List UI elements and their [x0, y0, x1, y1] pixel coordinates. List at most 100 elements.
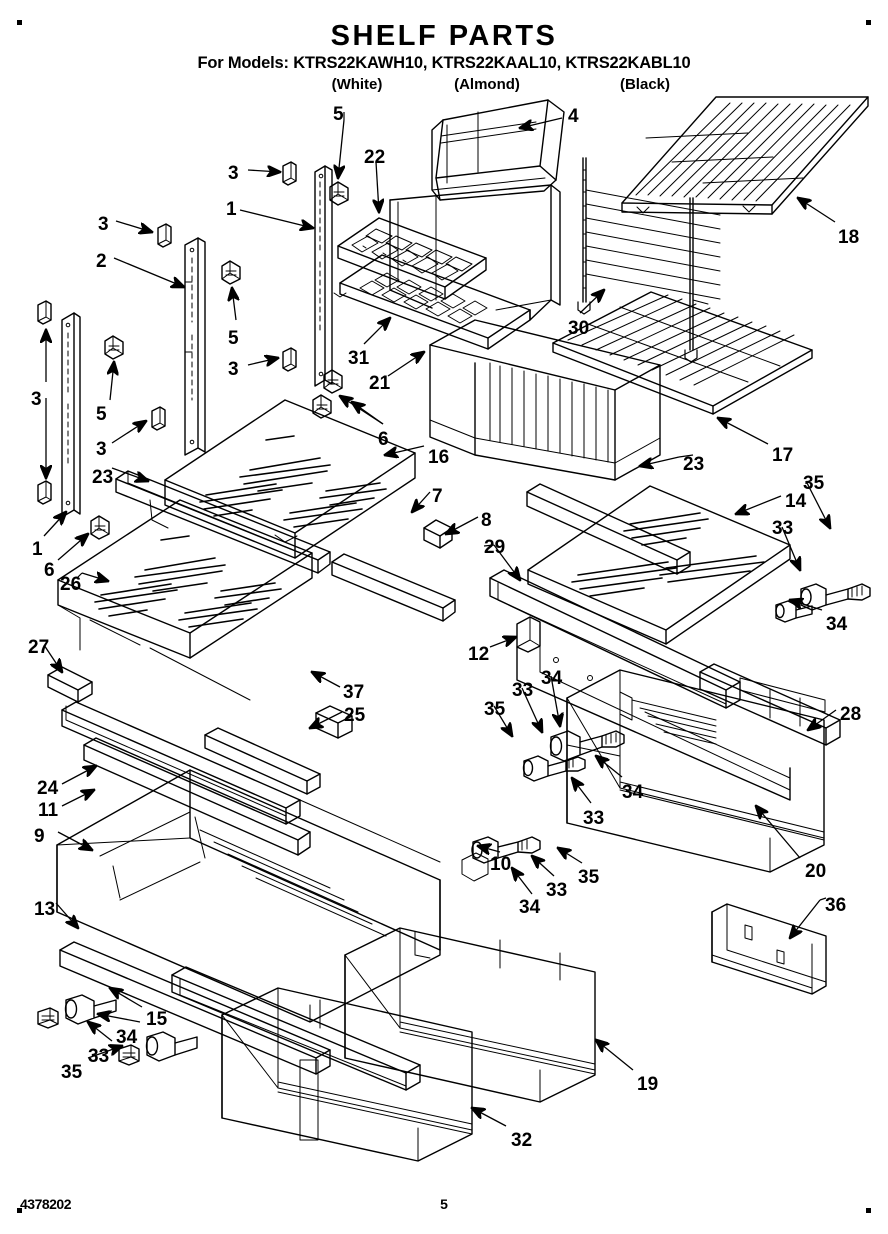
- callout-number-12: 12: [468, 644, 490, 665]
- callout-number-17: 17: [772, 445, 794, 466]
- part-14-glass-shelf-right: [489, 483, 841, 746]
- callout-number-6: 6: [44, 560, 55, 581]
- part-3-rail-clips: [37, 161, 297, 505]
- callout-number-33: 33: [546, 880, 568, 901]
- callout-number-26: 26: [60, 574, 82, 595]
- part-18-wire-shelf-upper: [621, 96, 869, 215]
- callout-number-1: 1: [226, 199, 237, 220]
- part-17-wire-shelf-lower: [552, 291, 813, 415]
- callout-number-28: 28: [840, 704, 862, 725]
- callout-number-33: 33: [772, 518, 794, 539]
- callout-number-3: 3: [31, 389, 42, 410]
- callout-number-25: 25: [344, 705, 366, 726]
- callout-number-10: 10: [490, 854, 512, 875]
- part-1-shelf-support-rail-left: [61, 312, 81, 518]
- roller-assembly-g: [118, 1031, 198, 1066]
- part-5-6-rail-screws: [90, 181, 349, 540]
- roller-assembly-c: [549, 730, 625, 762]
- screw-c: [104, 335, 124, 360]
- part-21-ice-bin: [389, 184, 661, 481]
- callout-number-15: 15: [146, 1009, 168, 1030]
- callout-number-11: 11: [38, 800, 59, 821]
- part-31-ice-bin-cover: [333, 254, 531, 350]
- callout-number-34: 34: [519, 897, 541, 918]
- callout-number-14: 14: [785, 491, 807, 512]
- callout-number-21: 21: [369, 373, 391, 394]
- roller-assembly-d: [522, 755, 586, 782]
- part-32-crisper-drawer-left: [221, 987, 473, 1162]
- footer-part-number: 4378202: [20, 1196, 72, 1212]
- part-7-8-trim: [331, 519, 456, 622]
- screw-e: [312, 394, 332, 419]
- callout-number-35: 35: [61, 1062, 83, 1083]
- part-28-drawer-rail-right: [699, 663, 841, 746]
- part-33-34-35-roller-assemblies: [37, 583, 871, 1066]
- callout-number-33: 33: [512, 680, 534, 701]
- callout-number-31: 31: [348, 348, 370, 369]
- callout-number-19: 19: [637, 1074, 659, 1095]
- callout-number-7: 7: [432, 486, 443, 507]
- callout-number-30: 30: [568, 318, 590, 339]
- callout-number-16: 16: [428, 447, 450, 468]
- callout-number-23: 23: [683, 454, 705, 475]
- part-22-ice-cube-tray: [337, 217, 487, 300]
- callout-number-9: 9: [34, 826, 45, 847]
- callout-number-3: 3: [96, 439, 107, 460]
- screw-b: [221, 260, 241, 285]
- callout-number-22: 22: [364, 147, 386, 168]
- callout-number-34: 34: [622, 782, 644, 803]
- callout-number-3: 3: [228, 163, 239, 184]
- screw-f: [90, 515, 110, 540]
- part-9-meat-pan-cover: [56, 769, 441, 1023]
- part-36-drawer-divider-panel: [711, 903, 827, 995]
- part-2-shelf-support-rail-short: [184, 237, 206, 456]
- callout-number-1: 1: [32, 539, 43, 560]
- part-26-glass-shelf-lower: [57, 499, 313, 701]
- callout-number-35: 35: [484, 699, 506, 720]
- parts-trim-assembly-left: [47, 666, 353, 856]
- part-15-drawer-slide-rail: [171, 966, 421, 1091]
- callout-number-18: 18: [838, 227, 860, 248]
- callout-number-33: 33: [88, 1046, 110, 1067]
- callout-number-5: 5: [333, 104, 344, 125]
- callout-number-4: 4: [568, 106, 579, 127]
- callout-number-13: 13: [34, 899, 56, 920]
- screw-a: [329, 181, 349, 206]
- callout-number-33: 33: [583, 808, 605, 829]
- registration-mark-bottom-right: [866, 1208, 871, 1213]
- callout-number-23: 23: [92, 467, 114, 488]
- part-30-wire-shelf-divider: [577, 157, 721, 363]
- callout-number-35: 35: [578, 867, 600, 888]
- roller-assembly-b: [775, 600, 813, 623]
- part-37-shelf-trim-clip: [204, 727, 321, 782]
- callout-number-29: 29: [484, 537, 506, 558]
- callout-number-3: 3: [228, 359, 239, 380]
- part-24-cover-trim: [61, 701, 301, 809]
- part-16-glass-shelf-upper: [115, 399, 456, 622]
- callout-number-35: 35: [803, 473, 825, 494]
- callout-number-5: 5: [228, 328, 239, 349]
- callout-number-34: 34: [116, 1027, 138, 1048]
- roller-assembly-f: [37, 994, 117, 1029]
- callout-number-5: 5: [96, 404, 107, 425]
- callout-number-34: 34: [826, 614, 848, 635]
- footer-page-number: 5: [440, 1196, 448, 1212]
- callout-number-34: 34: [541, 668, 563, 689]
- part-23-trim-rail-right: [526, 483, 691, 575]
- callout-number-6: 6: [378, 429, 389, 450]
- registration-mark-bottom-left: [17, 1208, 22, 1213]
- callout-number-8: 8: [481, 510, 492, 531]
- callout-number-20: 20: [805, 861, 827, 882]
- registration-mark-top-right: [866, 20, 871, 25]
- part-1-shelf-support-rail-tall: [314, 165, 333, 387]
- callout-number-27: 27: [28, 637, 50, 658]
- part-19-crisper-drawer-right: [344, 927, 596, 1103]
- callout-number-24: 24: [37, 778, 59, 799]
- part-23-trim-rail-upper: [115, 470, 331, 574]
- callout-number-36: 36: [825, 895, 847, 916]
- callout-number-37: 37: [343, 682, 365, 703]
- callout-number-2: 2: [96, 251, 107, 272]
- part-4-door-bin: [431, 99, 565, 201]
